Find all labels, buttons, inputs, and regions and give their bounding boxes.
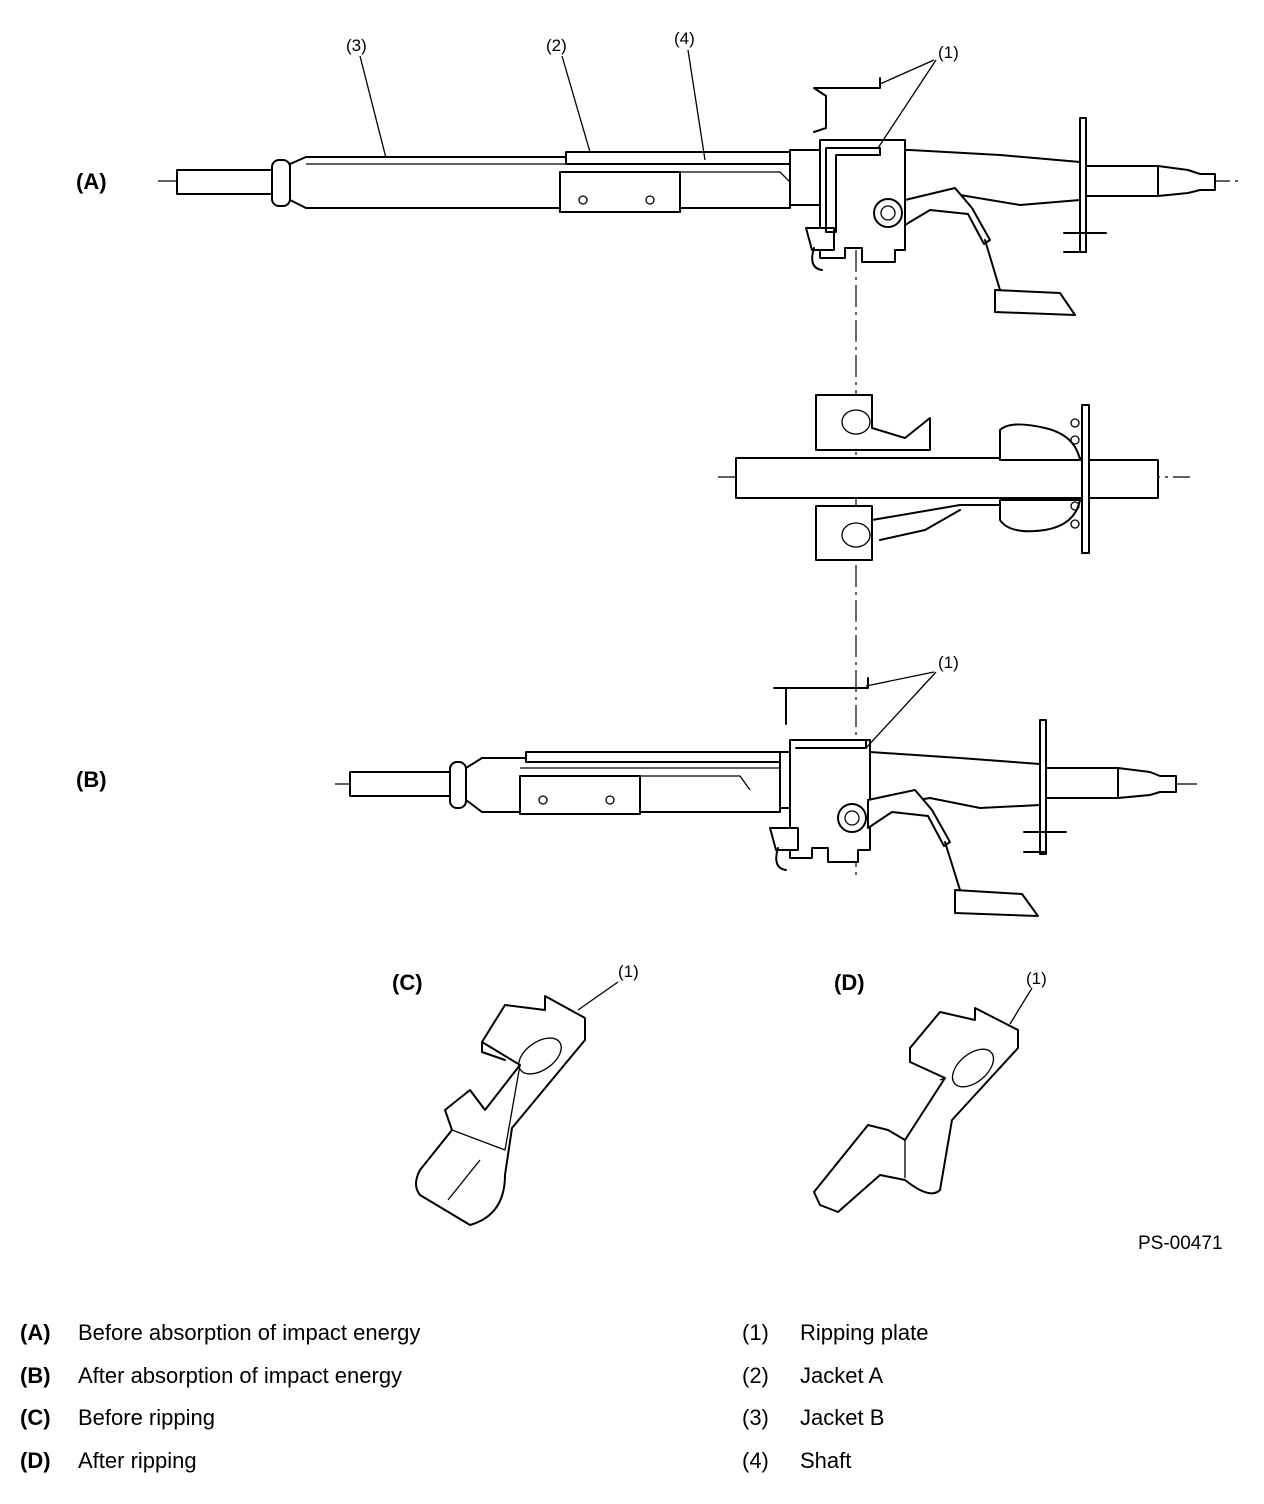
legend-key: (C) [20, 1405, 51, 1430]
legend-key: (2) [742, 1363, 769, 1388]
legend: (A) Before absorption of impact energy (… [0, 1318, 1264, 1488]
callout-1-view-b: (1) [938, 653, 959, 672]
legend-key: (3) [742, 1405, 769, 1430]
legend-text: Ripping plate [800, 1320, 929, 1345]
callout-1-view-d: (1) [1026, 969, 1047, 988]
mid-detail-view [718, 394, 1190, 561]
callout-2: (2) [546, 36, 567, 55]
legend-text: After ripping [78, 1448, 197, 1473]
figure-code: PS-00471 [1138, 1233, 1223, 1254]
view-b-column [335, 677, 1200, 917]
legend-text: After absorption of impact energy [78, 1363, 403, 1388]
legend-key: (1) [742, 1320, 769, 1345]
legend-text: Before absorption of impact energy [78, 1320, 421, 1345]
view-d-ripping-plate [813, 1007, 1019, 1213]
legend-text: Shaft [800, 1448, 852, 1473]
legend-key: (A) [20, 1320, 51, 1345]
legend-text: Jacket A [800, 1363, 884, 1388]
view-label-b: (B) [76, 767, 107, 792]
steering-column-diagram: (A) (B) (C) (D) (3) (2) (4) (1) (1) (1) … [76, 29, 1240, 1254]
leader-lines [359, 49, 1033, 1025]
legend-key: (4) [742, 1448, 769, 1473]
view-a-column [158, 77, 1240, 316]
view-label-c: (C) [392, 970, 423, 995]
legend-text: Before ripping [78, 1405, 215, 1430]
callout-4: (4) [674, 29, 695, 48]
legend-text: Jacket B [800, 1405, 885, 1430]
legend-key: (B) [20, 1363, 51, 1388]
callout-1-view-a: (1) [938, 43, 959, 62]
legend-key: (D) [20, 1448, 51, 1473]
callout-3: (3) [346, 36, 367, 55]
callout-1-view-c: (1) [618, 962, 639, 981]
view-label-d: (D) [834, 970, 865, 995]
view-c-ripping-plate [415, 995, 586, 1226]
view-label-a: (A) [76, 169, 107, 194]
